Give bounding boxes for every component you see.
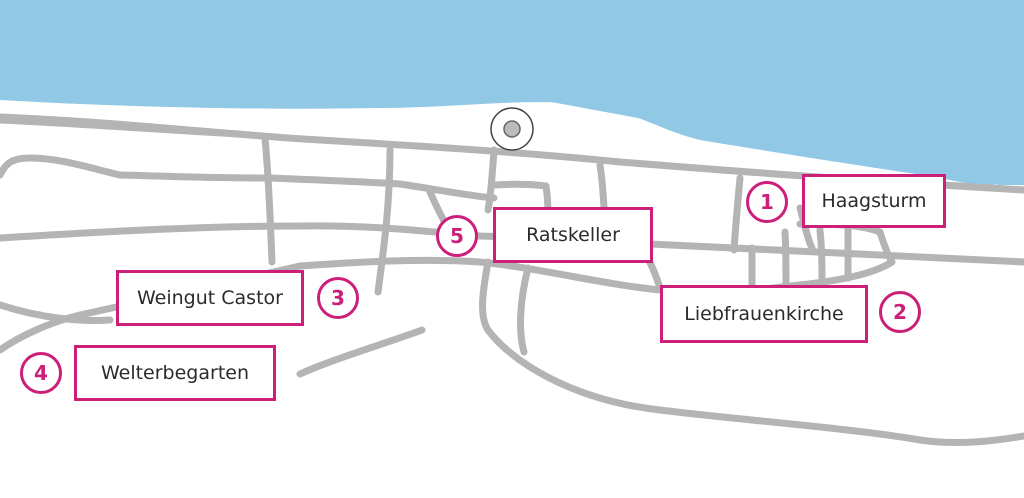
road: [0, 222, 1024, 266]
poi-badge-3[interactable]: 3: [317, 277, 359, 319]
road: [517, 264, 532, 356]
road: [816, 226, 826, 288]
road: [484, 146, 498, 214]
poi-label-ratskeller[interactable]: Ratskeller: [493, 207, 653, 263]
poi-label-welterbegarten[interactable]: Welterbegarten: [74, 345, 276, 401]
river-bank: [0, 0, 1024, 186]
road: [876, 228, 896, 266]
road: [296, 326, 426, 378]
road: [396, 180, 498, 202]
poi-badge-1[interactable]: 1: [746, 181, 788, 223]
road: [116, 171, 274, 182]
poi-badge-4[interactable]: 4: [20, 352, 62, 394]
road: [781, 228, 790, 290]
road: [296, 256, 896, 296]
road: [0, 301, 114, 324]
location-pin-icon[interactable]: [489, 106, 535, 152]
road: [730, 174, 744, 254]
poi-badge-5[interactable]: 5: [436, 215, 478, 257]
road: [0, 154, 124, 179]
road: [266, 174, 404, 188]
poi-badge-2[interactable]: 2: [879, 291, 921, 333]
road: [479, 258, 1024, 447]
poi-label-weingut-castor[interactable]: Weingut Castor: [116, 270, 304, 326]
poi-label-liebfrauenkirche[interactable]: Liebfrauenkirche: [660, 285, 868, 343]
road: [374, 146, 394, 296]
road: [261, 134, 276, 266]
poi-label-haagsturm[interactable]: Haagsturm: [802, 174, 946, 228]
road: [0, 116, 244, 138]
road: [796, 204, 816, 252]
